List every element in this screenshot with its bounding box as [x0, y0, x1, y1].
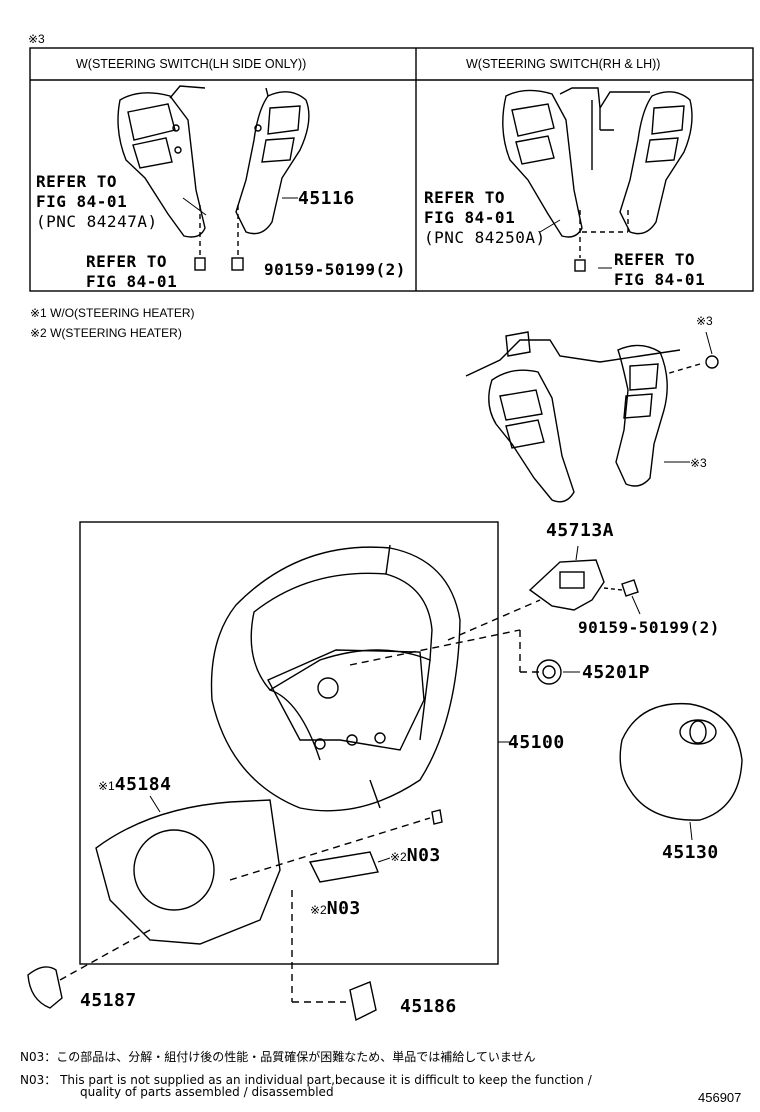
part-label-90159: 90159-50199(2): [578, 618, 720, 637]
footnote-en-line2: quality of parts assembled / disassemble…: [80, 1085, 334, 1099]
legend-line-2: ※2 W(STEERING HEATER): [30, 326, 182, 340]
footnote-en: N03： This part is not supplied as an ind…: [20, 1071, 592, 1088]
footnote-jp-text: ：この部品は、分解・組付け後の性能・品質確保が困難なため、単品では補給していませ…: [44, 1050, 536, 1064]
top-mark-3: ※3: [28, 32, 45, 46]
part-label-45100: 45100: [508, 732, 565, 753]
rh-refer-b-line1: REFER TO: [614, 250, 696, 269]
lh-refer-b-line1: REFER TO: [86, 252, 168, 271]
rh-refer-a-line1: REFER TO: [424, 188, 506, 207]
part-n03-b-mark: ※2: [310, 903, 327, 917]
rh-lh-switch-drawing: [502, 87, 693, 272]
part-label-n03-b: N03: [326, 898, 361, 919]
steering-wheel-drawing: [210, 544, 461, 812]
lh-refer-a-line3: (PNC 84247A): [36, 212, 158, 231]
part-label-45713a: 45713A: [546, 520, 615, 541]
header-rh-lh: W(STEERING SWITCH(RH & LH)): [466, 57, 661, 71]
heater-module-n03-drawing: [229, 809, 443, 1003]
lh-screw-label: 90159-50199(2): [264, 260, 406, 279]
part-45186-drawing: [349, 981, 377, 1022]
footnote-en-line1: ： This part is not supplied as an indivi…: [44, 1073, 592, 1087]
ring-45201p-drawing: [536, 659, 580, 685]
rh-refer-a-line3: (PNC 84250A): [424, 228, 546, 247]
wheel-assembly-frame: [79, 521, 499, 965]
lh-refer-a-line2: FIG 84-01: [36, 192, 128, 211]
part-45187-drawing: [27, 966, 63, 1009]
lh-switch-right-drawing: [231, 87, 310, 271]
lh-refer-a-line1: REFER TO: [36, 172, 118, 191]
airbag-45130-drawing: [619, 702, 743, 841]
rh-refer-b-line2: FIG 84-01: [614, 270, 706, 289]
switch-variants-frame: [29, 47, 754, 292]
steering-switch-assembly-drawing: [465, 331, 719, 503]
figure-number: 456907: [698, 1090, 742, 1105]
part-label-n03-b-group: ※2N03: [310, 898, 361, 919]
part-label-45130: 45130: [662, 842, 719, 863]
part-label-n03-a: N03: [406, 845, 441, 866]
part-n03-a-mark: ※2: [390, 850, 407, 864]
lh-refer-b-line2: FIG 84-01: [86, 272, 178, 291]
part-label-45186: 45186: [400, 996, 457, 1017]
mark-3-switch: ※3: [690, 456, 707, 470]
footnote-jp-code: N03: [20, 1050, 45, 1064]
footnote-jp: N03：この部品は、分解・組付け後の性能・品質確保が困難なため、単品では補給して…: [20, 1048, 536, 1065]
part-label-45184-group: ※145184: [98, 774, 171, 795]
part-label-45184: 45184: [114, 774, 172, 795]
part-label-45187: 45187: [80, 990, 137, 1011]
rh-refer-a-line2: FIG 84-01: [424, 208, 516, 227]
lh-switch-left-drawing: [117, 85, 206, 271]
part-label-45116: 45116: [298, 188, 355, 209]
bracket-45713a-drawing: [528, 545, 641, 615]
mark-3-screw: ※3: [696, 314, 713, 328]
cover-45184-drawing: [59, 795, 281, 981]
part-label-n03-a-group: ※2N03: [390, 845, 441, 866]
header-lh-only: W(STEERING SWITCH(LH SIDE ONLY)): [76, 57, 307, 71]
part-label-45201p: 45201P: [582, 662, 651, 683]
legend-line-1: ※1 W/O(STEERING HEATER): [30, 306, 195, 320]
footnote-en-code: N03: [20, 1073, 45, 1087]
part-45184-mark: ※1: [98, 779, 115, 793]
